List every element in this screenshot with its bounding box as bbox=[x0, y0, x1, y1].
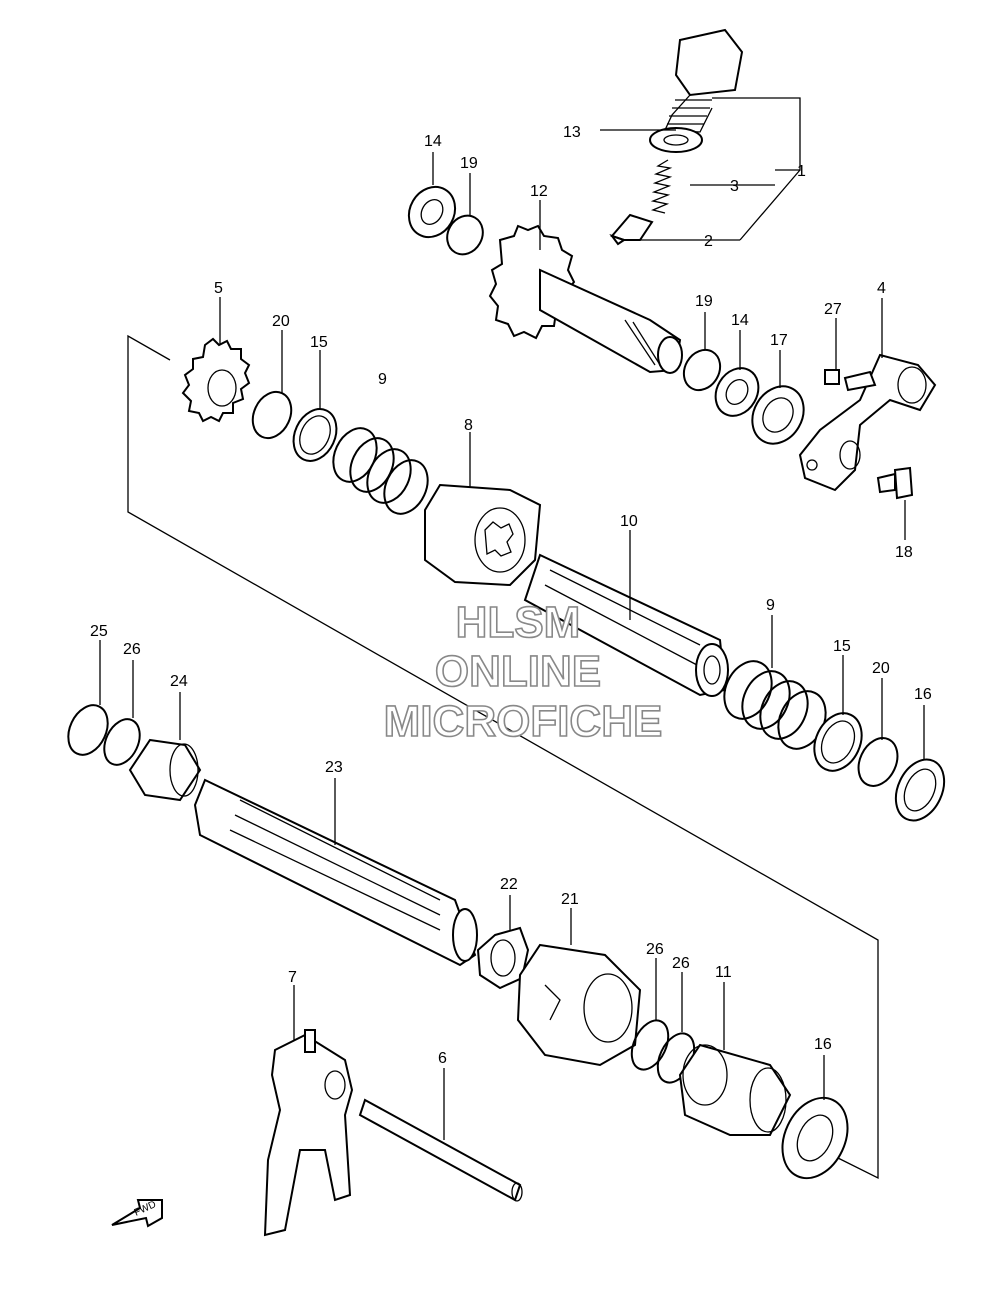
washer-part-16-right bbox=[894, 758, 946, 822]
callout-24: 24 bbox=[170, 673, 188, 690]
cam-part-21 bbox=[516, 943, 642, 1067]
circlip-part-26-a bbox=[630, 1019, 670, 1071]
circlip-part-20-top bbox=[251, 390, 293, 440]
washer-part-15-right bbox=[813, 712, 863, 772]
bearing-part-17 bbox=[751, 385, 805, 445]
bolt-part-1 bbox=[664, 28, 744, 133]
shift-arm-part-4 bbox=[798, 353, 937, 492]
shaft-part-10 bbox=[523, 553, 729, 697]
callout-15-right: 15 bbox=[833, 638, 851, 655]
plate-part-22 bbox=[476, 926, 530, 990]
callout-17: 17 bbox=[770, 332, 788, 349]
callout-2: 2 bbox=[704, 233, 713, 250]
callout-9-right: 9 bbox=[766, 597, 775, 614]
circlip-part-20-right bbox=[857, 737, 899, 787]
callout-22: 22 bbox=[500, 876, 518, 893]
callout-20-right: 20 bbox=[872, 660, 890, 677]
washer-part-16-bottom bbox=[781, 1096, 849, 1180]
bearing-part-24 bbox=[128, 738, 202, 802]
circlip-part-19-top bbox=[446, 214, 484, 256]
rod-part-6 bbox=[358, 1098, 523, 1202]
spring-part-3 bbox=[650, 159, 673, 214]
shift-fork-part-7 bbox=[263, 1029, 354, 1237]
bolt-part-18 bbox=[876, 466, 914, 500]
screw-part-27 bbox=[824, 369, 877, 392]
callout-15-top: 15 bbox=[310, 334, 328, 351]
callout-14-right: 14 bbox=[731, 312, 749, 329]
callout-12: 12 bbox=[530, 183, 548, 200]
callout-13: 13 bbox=[563, 124, 581, 141]
fwd-arrow-icon: FWD bbox=[111, 1199, 163, 1228]
callout-27: 27 bbox=[824, 301, 842, 318]
callout-5: 5 bbox=[214, 280, 223, 297]
callout-6: 6 bbox=[438, 1050, 447, 1067]
callout-19-top: 19 bbox=[460, 155, 478, 172]
callout-18: 18 bbox=[895, 544, 913, 561]
callout-3: 3 bbox=[730, 178, 739, 195]
callout-labels: 1 2 4 3 5 6 7 8 9 9 10 11 12 13 14 14 15… bbox=[90, 124, 932, 1067]
callout-26-left: 26 bbox=[123, 641, 141, 658]
callout-4: 4 bbox=[877, 280, 886, 297]
spring-part-9-top bbox=[332, 427, 429, 515]
pin-part-2 bbox=[609, 213, 654, 246]
circlip-part-19-right bbox=[682, 348, 722, 392]
callout-21: 21 bbox=[561, 891, 579, 908]
callout-19-right: 19 bbox=[695, 293, 713, 310]
bearing-part-11 bbox=[678, 1043, 792, 1136]
ring-part-25 bbox=[67, 704, 109, 756]
cam-driver-part-8 bbox=[424, 483, 542, 587]
washer-part-14-right bbox=[714, 367, 760, 417]
shift-drum-part-23 bbox=[193, 778, 478, 967]
watermark-line-1: HLSM bbox=[456, 598, 581, 647]
washer-part-13 bbox=[649, 127, 703, 153]
leader-lines bbox=[99, 152, 925, 1140]
callout-25: 25 bbox=[90, 623, 108, 640]
watermark-line-3: MICROFICHE bbox=[384, 697, 663, 746]
circlip-part-26-left bbox=[103, 718, 141, 766]
callout-16-right: 16 bbox=[914, 686, 932, 703]
callout-26-b: 26 bbox=[672, 955, 690, 972]
washer-part-14-top bbox=[407, 185, 457, 239]
callout-26-a: 26 bbox=[646, 941, 664, 958]
callout-20-top: 20 bbox=[272, 313, 290, 330]
callout-11: 11 bbox=[715, 964, 732, 981]
watermark: HLSM ONLINE MICROFICHE bbox=[383, 597, 663, 747]
washer-part-15-top bbox=[292, 408, 338, 462]
callout-14-top: 14 bbox=[424, 133, 442, 150]
callout-23: 23 bbox=[325, 759, 343, 776]
callout-7: 7 bbox=[288, 969, 297, 986]
callout-8: 8 bbox=[464, 417, 473, 434]
gear-part-5 bbox=[181, 337, 251, 423]
watermark-line-2: ONLINE bbox=[435, 647, 601, 696]
shaft-part-12 bbox=[488, 224, 683, 374]
callout-9-top: 9 bbox=[378, 371, 387, 388]
callout-1: 1 bbox=[797, 163, 806, 180]
callout-10: 10 bbox=[620, 513, 638, 530]
callout-16-bottom: 16 bbox=[814, 1036, 832, 1053]
assembly-outline bbox=[127, 334, 879, 1180]
